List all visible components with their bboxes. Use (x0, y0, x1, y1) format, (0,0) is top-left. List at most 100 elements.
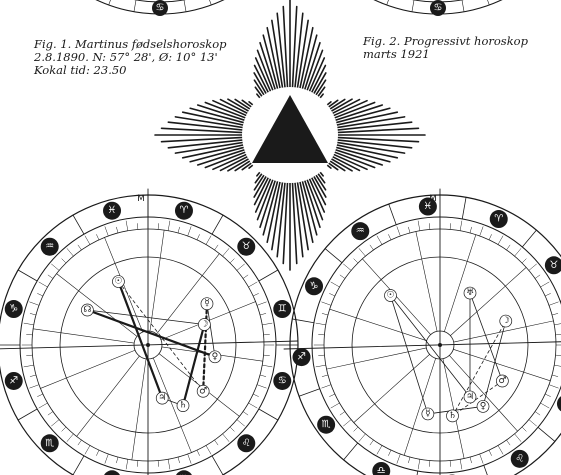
degree-tick (316, 323, 326, 325)
degree-tick (370, 440, 373, 445)
degree-tick (62, 427, 66, 431)
house-cusp-line (40, 350, 135, 388)
aspect-line (118, 282, 162, 399)
degree-tick (67, 248, 73, 256)
degree-tick (188, 454, 191, 463)
degree-tick (126, 221, 128, 231)
degree-tick (545, 394, 550, 397)
degree-tick (116, 457, 118, 463)
aspect-line (207, 304, 215, 357)
mc-label: M (137, 194, 145, 204)
outer-ring (288, 0, 561, 14)
degree-tick (215, 440, 218, 445)
degree-tick (343, 420, 351, 426)
fig2-caption: Fig. 2. Progressivt horoskop marts 1921 (363, 35, 528, 61)
house-cusp-line (159, 354, 239, 417)
degree-tick (168, 459, 170, 469)
mars-glyph: ♂ (199, 386, 207, 396)
degree-tick (230, 259, 234, 263)
degree-tick (62, 259, 66, 263)
degree-tick (470, 457, 472, 463)
degree-tick (262, 323, 272, 325)
degree-tick (522, 427, 526, 431)
degree-tick (134, 0, 136, 12)
degree-tick (126, 459, 128, 469)
jupiter-glyph: ♃ (158, 393, 166, 403)
degree-tick (105, 454, 108, 463)
degree-tick (26, 355, 32, 356)
degree-tick (322, 302, 331, 305)
degree-tick (30, 302, 39, 305)
degree-tick (264, 355, 270, 356)
venus-glyph: ♀ (480, 401, 487, 411)
degree-tick (485, 0, 489, 5)
sign-divider (212, 456, 223, 475)
degree-tick (462, 0, 464, 12)
inner-ring (300, 0, 561, 2)
degree-tick (535, 412, 540, 415)
degree-tick (359, 434, 365, 442)
degree-tick (498, 236, 503, 245)
sign-divider (18, 409, 37, 420)
zodiac-sign-glyph: ♋ (278, 375, 287, 386)
house-cusp-line (443, 359, 464, 459)
degree-tick (39, 403, 48, 408)
mc-label: M (429, 194, 437, 204)
aspect-line (483, 321, 506, 406)
degree-tick (429, 223, 430, 229)
degree-tick (24, 323, 34, 325)
progressive-horoscope-wheel: ♈♉♊♋♌♍♎♏♐♑♒♓☽☉♂♀♃♄☿♅M (284, 189, 561, 475)
degree-tick (109, 0, 113, 5)
degree-tick (498, 445, 503, 454)
moon-glyph: ☽ (200, 319, 208, 329)
degree-tick (318, 355, 324, 356)
zodiac-sign-glyph: ♏ (322, 419, 331, 430)
degree-tick (408, 457, 410, 463)
sign-divider (212, 215, 223, 234)
zodiac-sign-glyph: ♏ (45, 438, 54, 449)
sign-divider (484, 465, 492, 475)
degree-tick (354, 259, 358, 263)
degree-tick (105, 227, 108, 236)
zodiac-sign-glyph: ♒ (45, 241, 54, 252)
degree-tick (354, 427, 358, 431)
degree-tick (85, 445, 90, 454)
degree-tick (96, 450, 99, 455)
degree-tick (206, 445, 211, 454)
sign-divider (18, 270, 37, 281)
degree-tick (197, 450, 200, 455)
degree-tick (340, 412, 345, 415)
degree-tick (96, 234, 99, 239)
degree-tick (556, 355, 561, 356)
degree-tick (253, 394, 258, 397)
sign-medallion (557, 395, 561, 413)
degree-tick (331, 282, 340, 287)
jupiter-glyph: ♃ (466, 392, 474, 402)
zodiac-sign-glyph: ♑ (310, 281, 319, 292)
degree-tick (48, 412, 53, 415)
degree-tick (322, 313, 328, 315)
degree-tick (450, 461, 451, 467)
birth-horoscope-wheel: ♈♉♊♋♌♍♎♏♐♑♒♓☿☽☉♀♄♂☊♃M (0, 189, 298, 475)
degree-tick (137, 223, 138, 229)
degree-tick (540, 403, 549, 408)
moon-glyph: ☽ (502, 316, 510, 326)
sign-divider (259, 409, 278, 420)
degree-tick (387, 0, 391, 5)
degree-tick (408, 227, 410, 233)
degree-tick (178, 457, 180, 463)
degree-tick (178, 227, 180, 233)
sign-divider (325, 249, 342, 263)
degree-tick (377, 236, 382, 245)
degree-tick (554, 323, 561, 325)
degree-tick (329, 293, 334, 296)
degree-tick (158, 461, 159, 467)
degree-tick (257, 302, 266, 305)
fig2-caption-line2: marts 1921 (363, 48, 528, 61)
zodiac-sign-glyph: ♉ (549, 260, 558, 271)
degree-tick (412, 0, 414, 12)
degree-tick (248, 282, 257, 287)
zodiac-sign-glyph: ♓ (108, 205, 117, 216)
top-left-partial-wheel: ♋♌♊ (10, 0, 310, 16)
degree-tick (318, 334, 324, 335)
